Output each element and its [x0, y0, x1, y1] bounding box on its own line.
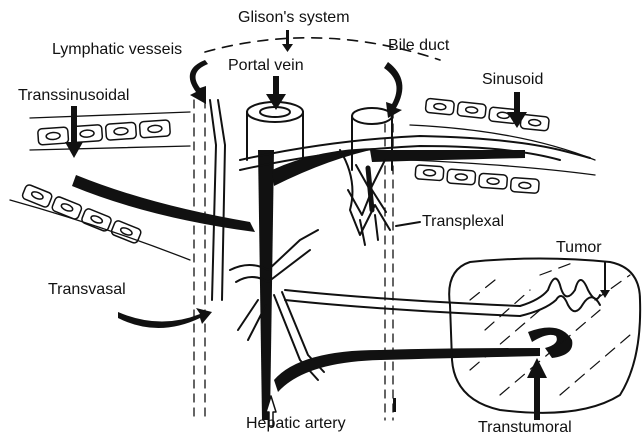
portal-vein-shape [247, 102, 303, 160]
label-bile-duct: Bile duct [388, 38, 449, 54]
plexus [340, 150, 390, 245]
label-hepatic-artery: Hepatic artery [246, 416, 346, 432]
label-transplexal: Transplexal [422, 214, 504, 230]
label-portal-vein: Portal vein [228, 58, 304, 74]
label-lymphatic-vessels: Lymphatic vesseis [52, 42, 182, 58]
label-transsinusoidal: Transsinusoidal [18, 88, 129, 104]
label-tumor: Tumor [556, 240, 602, 256]
label-sinusoid: Sinusoid [482, 72, 543, 88]
label-transvasal: Transvasal [48, 282, 126, 298]
transplexal-pointer [396, 222, 420, 226]
label-transtumoral: Transtumoral [478, 420, 572, 436]
label-glisons-system: Glison's system [238, 10, 350, 26]
